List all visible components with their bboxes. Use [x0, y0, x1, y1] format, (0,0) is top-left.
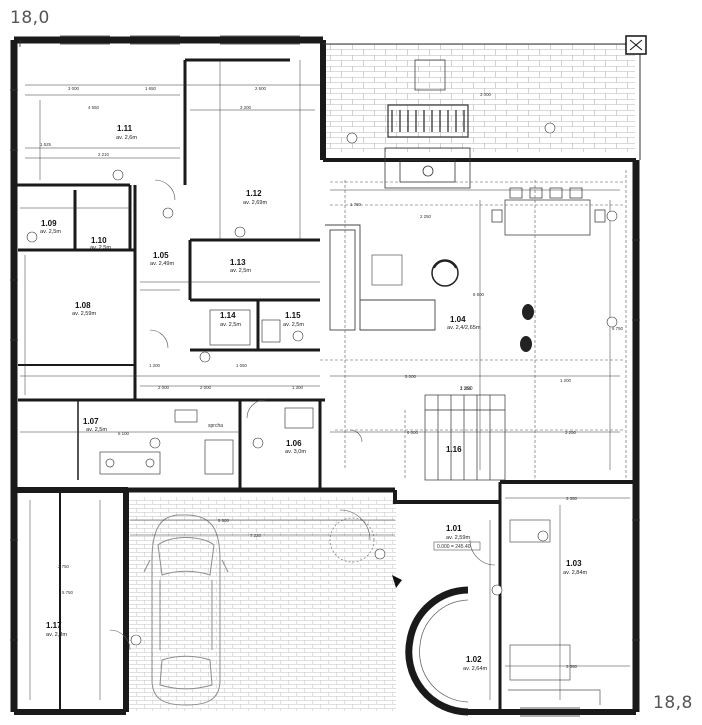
entry-circle	[329, 517, 375, 563]
room-id: 1.16	[446, 445, 462, 454]
curved-entry-wall	[405, 586, 469, 716]
dimension-text: 1 050	[236, 363, 248, 368]
room-area: av. 2,59m	[72, 311, 96, 317]
room-area: av. 2,64m	[463, 666, 487, 672]
dimension-text: 1 300	[292, 385, 304, 390]
staircase-icon	[424, 394, 506, 481]
dimension-text: 1 200	[149, 363, 161, 368]
terrace-boundary	[323, 35, 647, 160]
dimension-text: 6 100	[118, 431, 130, 436]
room-id: 1.01	[446, 524, 462, 533]
room-id: 1.13	[230, 258, 246, 267]
dimension-text: 4 550	[88, 105, 100, 110]
bathroom-fixtures	[99, 309, 314, 475]
garage-pavement	[128, 497, 396, 711]
room-area: av. 2,5m	[230, 268, 251, 274]
room-id: 1.12	[246, 189, 262, 198]
windows	[10, 35, 640, 717]
dimension-text: 2 750	[58, 564, 70, 569]
dimension-text: 1 750	[350, 202, 362, 207]
dimension-text: 6 750	[612, 326, 624, 331]
room-id: 1.03	[566, 559, 582, 568]
dimension-text: 3 350	[566, 496, 578, 501]
dimension-text: 2 500	[255, 86, 267, 91]
room-area: av. 2,49m	[150, 261, 174, 267]
room-area: av. 2,5m	[86, 427, 107, 433]
dimension-text: 7 220	[250, 533, 262, 538]
dimension-text: 2 210	[98, 152, 110, 157]
dimension-text: 3 000	[68, 86, 80, 91]
dimension-text: 1 200	[560, 378, 572, 383]
room-area: av. 2,4/2,65m	[447, 325, 481, 331]
room-id: 1.15	[285, 311, 301, 320]
room-id: 1.08	[75, 301, 91, 310]
room-id: 1.02	[466, 655, 482, 664]
room-id: 1.14	[220, 311, 236, 320]
room-area: av. 2,5m	[90, 245, 111, 251]
terrace-pavement	[325, 44, 635, 152]
dimension-text: 5 000	[405, 374, 417, 379]
room-area: av. 2,69m	[243, 200, 267, 206]
room-area: av. 2,59m	[446, 535, 470, 541]
elevation-box	[433, 541, 481, 551]
room-id: 1.07	[83, 417, 99, 426]
room-area: av. 2,6m	[116, 135, 137, 141]
dimension-text: 5 750	[62, 590, 74, 595]
dimension-text: 1 525	[40, 142, 52, 147]
dimension-text: 5 500	[218, 518, 230, 523]
entry-furniture	[508, 519, 601, 705]
dimension-text: 3 250	[565, 430, 577, 435]
terrace-planter	[414, 59, 446, 91]
lounge-chairs	[520, 304, 534, 352]
dimension-text: 6 000	[407, 430, 419, 435]
corner-label-bottom-right: 18,8	[651, 693, 695, 713]
dimension-text: 3 350	[566, 664, 578, 669]
sofa-icon	[325, 224, 436, 331]
dimension-text: 8 500	[473, 292, 485, 297]
stair-note: 1 200	[460, 386, 473, 392]
dimension-texts: 3 000 1 650 2 500 3 000 4 550 3 200 1 52…	[40, 86, 624, 669]
dining-table-icon	[491, 187, 606, 236]
shower-label: sprcha	[208, 423, 223, 429]
rug	[371, 254, 403, 286]
room-id: 1.09	[41, 219, 57, 228]
dimension-lines	[20, 60, 630, 700]
outer-walls	[10, 36, 640, 715]
dimension-text: 1 650	[145, 86, 157, 91]
interior-walls	[14, 58, 502, 712]
dimension-text: 2 000	[158, 385, 170, 390]
room-area: av. 2,8m	[46, 632, 67, 638]
room-id: 1.06	[286, 439, 302, 448]
room-id: 1.05	[153, 251, 169, 260]
room-area: av. 2,84m	[563, 570, 587, 576]
dimension-text: 3 000	[480, 92, 492, 97]
corner-label-top-left: 18,0	[8, 8, 52, 28]
dimension-text: 3 200	[240, 105, 252, 110]
car-icon	[143, 514, 229, 706]
room-labels: 1.11 av. 2,6m 1.12 av. 2,69m 1.09 av. 2,…	[40, 124, 587, 672]
room-area: av. 2,5m	[283, 322, 304, 328]
elevation-note: 0.000 = 245.40	[437, 544, 471, 550]
room-id: 1.17	[46, 621, 62, 630]
room-area: av. 3,0m	[285, 449, 306, 455]
dimension-text: 2 200	[460, 386, 472, 391]
section-markers	[26, 122, 618, 646]
room-id: 1.10	[91, 236, 107, 245]
entry-arrow-icon	[392, 575, 402, 588]
room-id: 1.11	[117, 124, 133, 133]
room-area: av. 2,5m	[220, 322, 241, 328]
dimension-text: 2 250	[420, 214, 432, 219]
notes: 0.000 = 245.40 1 200 sprcha	[208, 386, 481, 551]
dimension-text: 2 000	[200, 385, 212, 390]
terrace-bench	[384, 104, 471, 189]
armchair-icon	[431, 259, 459, 287]
room-id: 1.04	[450, 315, 466, 324]
room-area: av. 2,5m	[40, 229, 61, 235]
